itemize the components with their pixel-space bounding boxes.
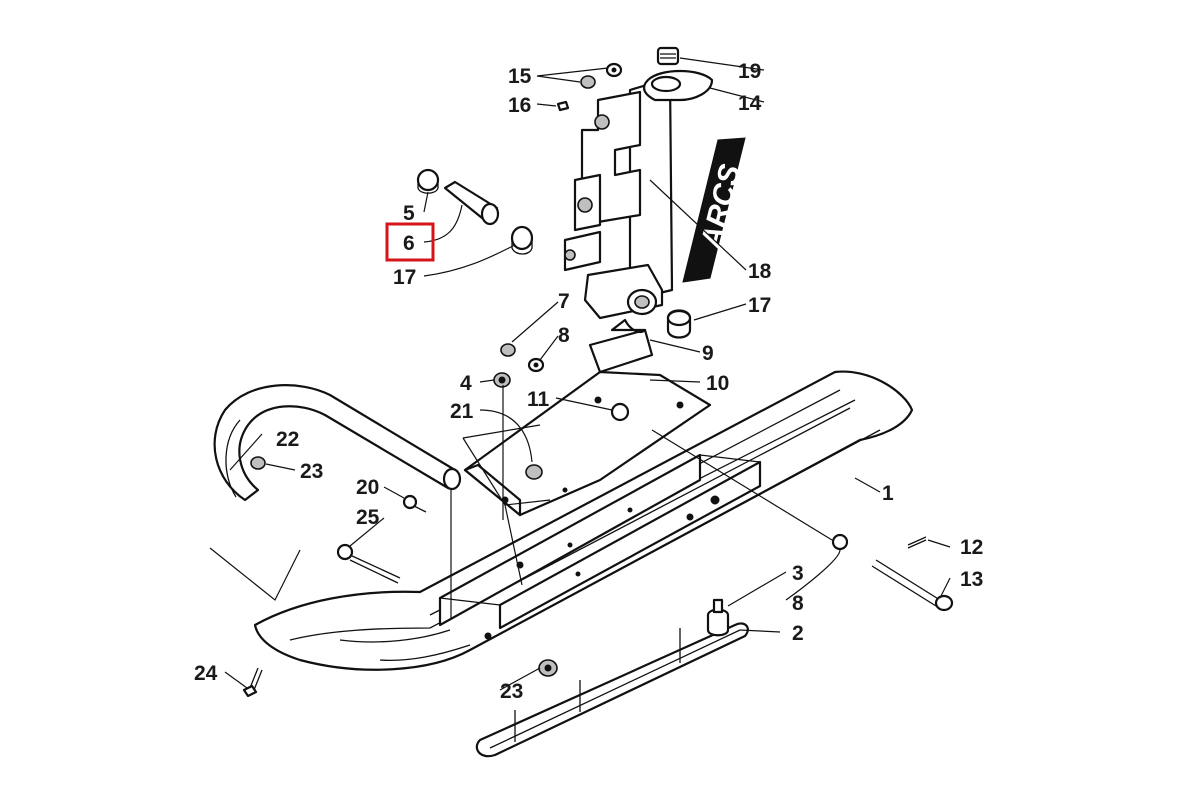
- callouts: 15 16 19 14 5 6 17 18 17 7 8 9 10 4 11 2…: [194, 60, 983, 703]
- callout-23-lower: 23: [500, 680, 523, 703]
- nut-4: [493, 372, 511, 388]
- callout-24: 24: [194, 662, 218, 685]
- callout-23-upper: 23: [300, 460, 323, 483]
- callout-19: 19: [738, 60, 761, 83]
- callout-18: 18: [748, 260, 772, 283]
- callout-21: 21: [450, 400, 474, 423]
- nut-23-upper: [250, 456, 266, 470]
- nut-15-b: [580, 75, 596, 89]
- bolt-24: [242, 667, 263, 698]
- sleeve-6: [443, 180, 500, 226]
- leader-lines: [209, 57, 951, 691]
- screw-20: [402, 494, 427, 513]
- callout-9: 9: [702, 342, 714, 365]
- nut-23-lower: [538, 659, 558, 677]
- callout-8-lower: 8: [792, 592, 804, 615]
- callout-6: 6: [403, 232, 415, 255]
- callout-4: 4: [460, 372, 472, 395]
- callout-17-right: 17: [748, 294, 771, 317]
- cap-19: [656, 46, 680, 66]
- wear-bar: [475, 598, 749, 758]
- washer-8-lower: [831, 533, 849, 551]
- screw-16: [556, 100, 570, 112]
- callout-16: 16: [508, 94, 531, 117]
- block-9: [588, 318, 654, 374]
- callout-5: 5: [403, 202, 415, 225]
- decal-18: ARCS: [682, 137, 747, 283]
- bolt-13: [871, 559, 954, 612]
- callout-8-top: 8: [558, 324, 570, 347]
- nut-15-a: [605, 62, 623, 78]
- washer-11: [610, 402, 630, 422]
- callout-2: 2: [792, 622, 804, 645]
- ski-body: [253, 370, 914, 671]
- bolt-25: [336, 543, 401, 584]
- callout-12: 12: [960, 536, 983, 559]
- callout-14: 14: [738, 92, 762, 115]
- callout-11: 11: [527, 388, 550, 411]
- washer-8-top: [527, 357, 545, 373]
- callout-6-highlight-box: [385, 222, 435, 262]
- callout-7: 7: [558, 290, 570, 313]
- loop-handle: [213, 384, 462, 502]
- callout-10: 10: [706, 372, 729, 395]
- callout-25: 25: [356, 506, 380, 529]
- callout-3: 3: [792, 562, 804, 585]
- callout-1: 1: [882, 482, 894, 505]
- callout-13: 13: [960, 568, 983, 591]
- nut-21: [525, 464, 543, 480]
- bushing-5: [416, 168, 440, 194]
- callout-22: 22: [276, 428, 299, 451]
- pin-12: [907, 536, 927, 549]
- bushing-17-right: [666, 309, 692, 339]
- bushing-17-left: [510, 225, 534, 255]
- callout-20: 20: [356, 476, 379, 499]
- spindle: [563, 70, 714, 320]
- nut-7: [500, 343, 516, 357]
- callout-15: 15: [508, 65, 532, 88]
- callout-17-left: 17: [393, 266, 416, 289]
